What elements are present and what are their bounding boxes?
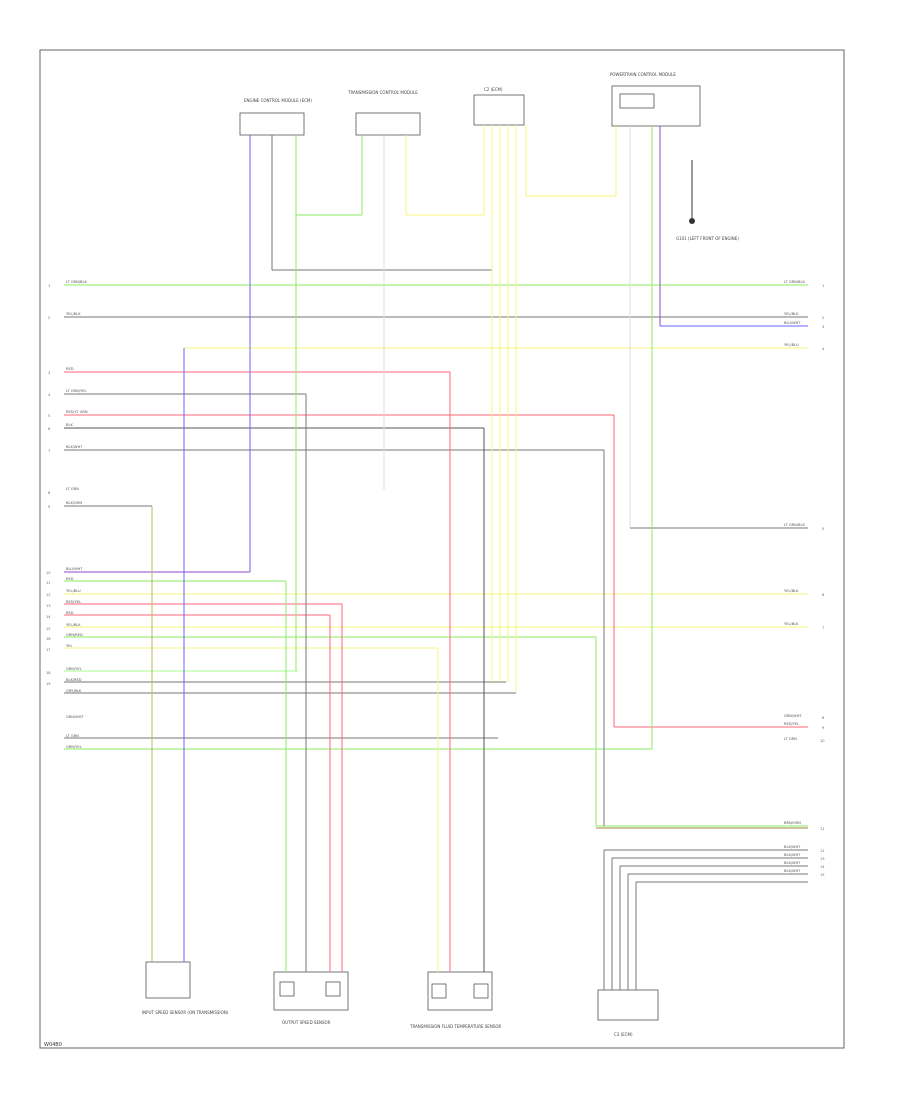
pin-number: 3	[822, 325, 824, 329]
wire-label: BLK/WHT	[784, 861, 801, 865]
component-fluid-temp-sensor[interactable]: TRANSMISSION FLUID TEMPERATURE SENSOR	[409, 971, 502, 1029]
wire-label: LT GRN/YEL	[66, 389, 87, 393]
component-c3[interactable]: C3 (ECM)	[597, 989, 659, 1037]
pin-number: 16	[46, 637, 51, 641]
wire-label: BLU/WHT	[66, 567, 83, 571]
pin-number: 8	[48, 491, 51, 495]
component-pcm-label: POWERTRAIN CONTROL MODULE	[610, 72, 676, 77]
wire-label: YEL/BLK	[66, 312, 81, 316]
wire-label: RED	[66, 367, 74, 371]
ground-g101: G101 (LEFT FRONT OF ENGINE)	[676, 160, 739, 241]
wire-label: GRN/YEL	[66, 667, 82, 671]
wire-label: BLK/RED	[66, 678, 82, 682]
wire-label: LT GRN/BLK	[784, 280, 805, 284]
pin-number: 5	[822, 527, 824, 531]
wire-label: BLK/WHT	[784, 853, 801, 857]
pin-number: 7	[48, 449, 50, 453]
pin-number: 15	[46, 627, 51, 631]
pin-number: 4	[822, 347, 825, 351]
wire-label: RED/YEL	[66, 600, 81, 604]
wire-label: LT GRN	[66, 734, 79, 738]
wire-label: BLU/WHT	[784, 321, 801, 325]
pin-number: 11	[820, 827, 825, 831]
wire-label: GRN/WHT	[784, 714, 802, 718]
pin-number: 10	[46, 571, 51, 575]
component-ecm[interactable]: ENGINE CONTROL MODULE (ECM)	[239, 98, 312, 136]
pin-number: 13	[46, 604, 51, 608]
component-c2-label: C2 (ECM)	[484, 87, 503, 92]
input-speed-sensor-label: INPUT SPEED SENSOR (ON TRANSMISSION)	[142, 1010, 229, 1015]
pin-number: 7	[822, 626, 824, 630]
pin-number: 8	[822, 716, 825, 720]
wire-label: BLK/WHT	[784, 845, 801, 849]
wire-label: BLK/GRN	[66, 501, 82, 505]
diagram-frame	[39, 49, 845, 1049]
pin-number: 19	[46, 682, 51, 686]
wire-label: GRN/WHT	[66, 715, 84, 719]
component-tcm-label: TRANSMISSION CONTROL MODULE	[347, 90, 418, 95]
wire-label: YEL/BLU	[784, 343, 799, 347]
pin-number: 1	[48, 284, 50, 288]
left-pin-numbers: 1 2 3 4 5 6 7 8 9 10 11 12 13 14 15 16 1…	[46, 284, 51, 686]
pin-number: 17	[46, 648, 51, 652]
fluid-temp-sensor-label: TRANSMISSION FLUID TEMPERATURE SENSOR	[409, 1024, 502, 1029]
component-ecm-label: ENGINE CONTROL MODULE (ECM)	[244, 98, 312, 103]
pin-number: 3	[48, 371, 50, 375]
pin-number: 13	[820, 857, 825, 861]
component-input-speed-sensor[interactable]: INPUT SPEED SENSOR (ON TRANSMISSION)	[142, 961, 229, 1015]
left-wire-labels: LT GRN/BLK YEL/BLK RED LT GRN/YEL RED/LT…	[66, 280, 88, 749]
pin-number: 2	[822, 316, 824, 320]
c3-label: C3 (ECM)	[614, 1032, 633, 1037]
wire-label: YEL	[66, 644, 72, 648]
wire-label: YEL/BLK	[784, 312, 799, 316]
pin-number: 18	[46, 671, 51, 675]
wire-label: BLK	[66, 423, 73, 427]
wires	[64, 125, 808, 990]
wire-label: RED	[66, 611, 74, 615]
wire-label: YEL/BLU	[66, 589, 81, 593]
right-pin-numbers: 1 2 3 4 5 6 7 8 9 10 11 12 13 14 15	[820, 284, 825, 877]
wire-label: RED/YEL	[784, 722, 799, 726]
wire-label: GRN/YEL	[66, 745, 82, 749]
component-output-speed-sensor[interactable]: OUTPUT SPEED SENSOR	[273, 971, 349, 1025]
wire-label: GRY/BLK	[66, 689, 82, 693]
pin-number: 5	[48, 414, 50, 418]
pin-number: 15	[820, 873, 825, 877]
component-pcm[interactable]: POWERTRAIN CONTROL MODULE	[610, 72, 701, 127]
pin-number: 12	[46, 593, 51, 597]
wire-label: RED	[66, 577, 74, 581]
wire-label: YEL/BLK	[66, 623, 81, 627]
component-tcm[interactable]: TRANSMISSION CONTROL MODULE	[347, 90, 421, 136]
wire-label: GRN/RED	[66, 633, 83, 637]
wire-label: BLK/WHT	[66, 445, 83, 449]
pin-number: 12	[820, 849, 825, 853]
pin-number: 11	[46, 581, 51, 585]
pin-number: 2	[48, 316, 50, 320]
wire-label: YEL/BLK	[784, 622, 799, 626]
ground-label: G101 (LEFT FRONT OF ENGINE)	[676, 236, 739, 241]
pin-number: 14	[46, 615, 51, 619]
diagram-id: W04B0	[44, 1042, 62, 1048]
pin-number: 10	[820, 739, 825, 743]
pin-number: 6	[48, 427, 51, 431]
wire-label: LT GRN/BLK	[66, 280, 87, 284]
pin-number: 9	[48, 505, 51, 509]
component-c2[interactable]: C2 (ECM)	[473, 87, 525, 126]
wire-label: RED/LT GRN	[66, 410, 88, 414]
wire-label: LT GRN	[784, 737, 797, 741]
wire-label: YEL/BLK	[784, 589, 799, 593]
wire-label: BLK/WHT	[784, 869, 801, 873]
pin-number: 4	[48, 393, 51, 397]
right-wire-labels: LT GRN/BLK YEL/BLK BLU/WHT YEL/BLU LT GR…	[784, 280, 805, 873]
pin-number: 9	[822, 726, 825, 730]
wire-label: BRN/GRN	[784, 821, 801, 825]
pin-number: 14	[820, 865, 825, 869]
wire-label: LT GRN/BLK	[784, 523, 805, 527]
pin-number: 1	[822, 284, 824, 288]
output-speed-sensor-label: OUTPUT SPEED SENSOR	[282, 1020, 331, 1025]
pin-number: 6	[822, 593, 825, 597]
wire-label: LT GRN	[66, 487, 79, 491]
